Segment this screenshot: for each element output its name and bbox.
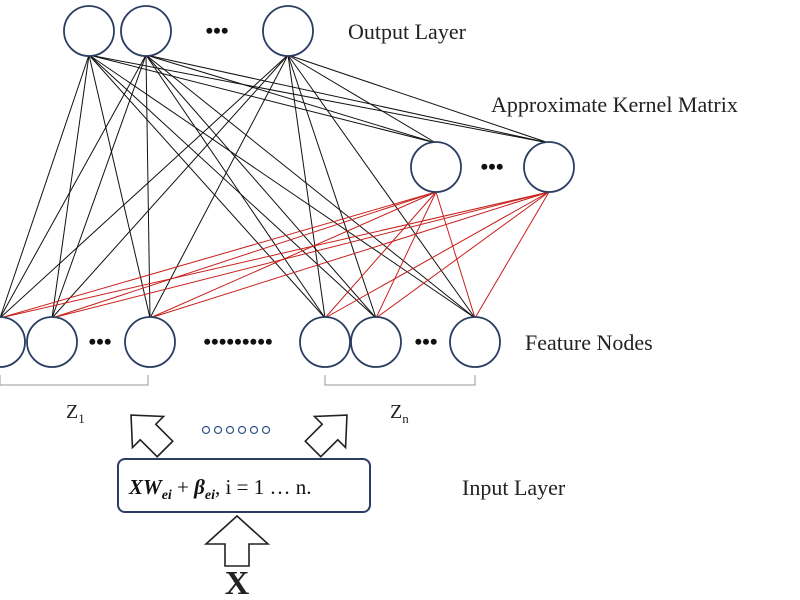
output-node (63, 5, 115, 57)
feature-node (449, 316, 501, 368)
connection-edge (287, 54, 550, 144)
feature-node (0, 316, 26, 368)
connection-edge (51, 54, 147, 319)
connection-edge (51, 191, 437, 319)
feature-ellipsis: ••• (414, 329, 437, 354)
connection-edge (88, 54, 151, 319)
output-ellipsis: ••• (205, 18, 228, 43)
feature-node (124, 316, 176, 368)
kernel-matrix-label: Approximate Kernel Matrix (491, 92, 738, 117)
small-circle-ellipsis (201, 425, 271, 435)
connection-edge (0, 54, 90, 319)
connection-edge (88, 54, 326, 319)
connection-edge (145, 54, 151, 319)
connection-edge (435, 191, 476, 319)
connection-edge (51, 54, 289, 319)
connection-edge (145, 54, 437, 144)
connection-edge (0, 54, 147, 319)
feature-node (299, 316, 351, 368)
output-feature-edges (0, 54, 476, 319)
connection-edge (145, 54, 377, 319)
kernel-node (523, 141, 575, 193)
kernel-ellipsis: ••• (480, 154, 503, 179)
output-layer-label: Output Layer (348, 19, 467, 44)
connection-edge (287, 54, 326, 319)
connection-edge (0, 54, 289, 319)
output-node (262, 5, 314, 57)
connection-edge (0, 191, 437, 319)
connection-edge (145, 54, 476, 319)
input-equation: XWei + βei, i = 1 … n. (128, 475, 311, 503)
connection-edge (51, 54, 90, 319)
feature-node (26, 316, 78, 368)
connection-edge (149, 191, 550, 319)
group1-bracket (0, 375, 149, 386)
feature-node (350, 316, 402, 368)
connection-edge (145, 54, 326, 319)
connection-edge (324, 191, 550, 319)
connection-edge (0, 191, 550, 319)
input-equation-box (117, 458, 371, 513)
kernel-node (410, 141, 462, 193)
output-node (120, 5, 172, 57)
right-diagonal-arrow (304, 414, 348, 458)
connection-edge (375, 191, 437, 319)
input-layer-label: Input Layer (462, 475, 566, 500)
connection-edge (149, 54, 289, 319)
connection-edge (287, 54, 377, 319)
input-symbol: X (225, 565, 250, 600)
groupn-bracket (324, 375, 476, 386)
connection-edge (149, 191, 437, 319)
connection-edge (88, 54, 377, 319)
kernel-feature-edges (0, 191, 550, 319)
feature-ellipsis: ••• (88, 329, 111, 354)
feature-nodes-label: Feature Nodes (525, 330, 653, 355)
connection-edge (88, 54, 476, 319)
connection-edge (324, 191, 437, 319)
input-up-arrow (203, 514, 271, 567)
feature-long-ellipsis: ••••••••• (203, 329, 272, 354)
group1-label: Z1 (66, 401, 85, 426)
connection-edge (145, 54, 550, 144)
connection-edge (287, 54, 437, 144)
groupn-label: Zn (390, 401, 409, 426)
connection-edge (88, 54, 550, 144)
connection-edge (51, 191, 550, 319)
connection-edge (88, 54, 437, 144)
connection-edge (474, 191, 550, 319)
left-diagonal-arrow (130, 414, 174, 458)
output-kernel-edges (88, 54, 550, 144)
connection-edge (375, 191, 550, 319)
